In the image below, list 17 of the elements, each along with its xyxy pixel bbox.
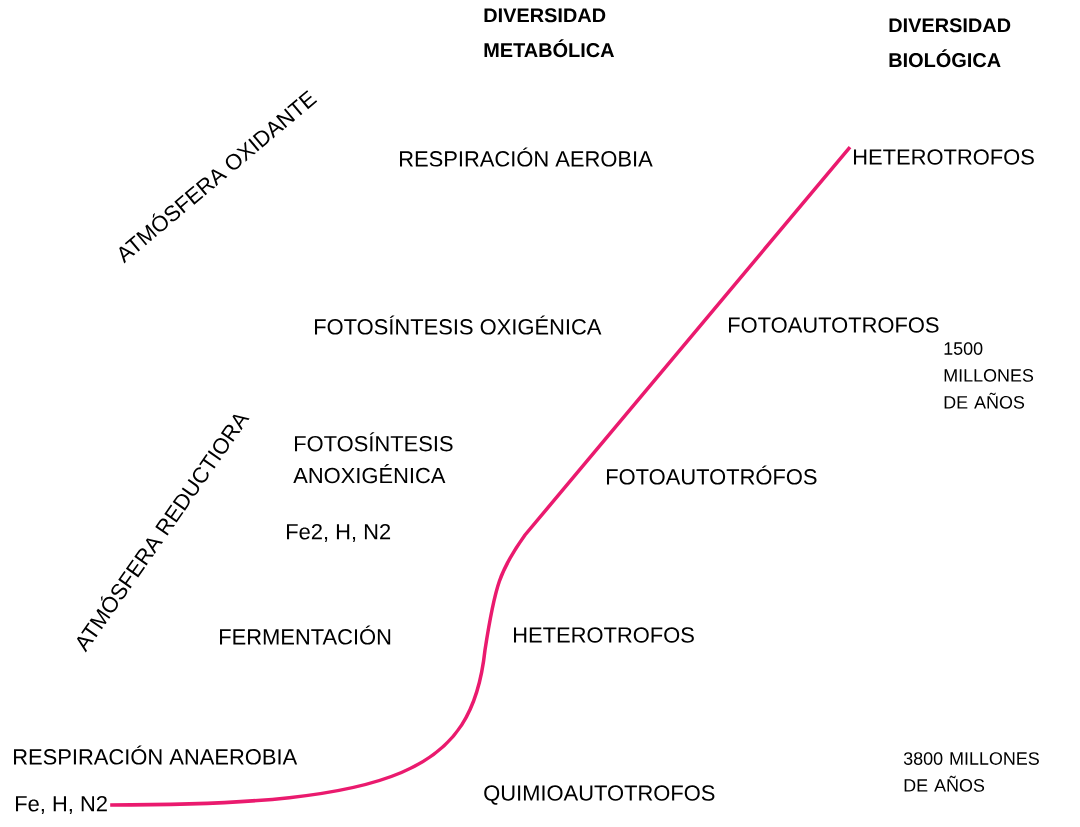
- heading: DIVERSIDAD BIOLÓGICA: [889, 18, 1011, 68]
- label-text: RESPIRACIÓN ANAEROBIA: [14, 745, 298, 765]
- heading: DIVERSIDAD METABÓLICA: [484, 8, 615, 58]
- label-text: RESPIRACIÓN AEROBIA: [400, 147, 653, 167]
- label-text: FOTOAUTOTRÓFOS: [607, 465, 817, 485]
- label-text: 3800 MILLONES DE AÑOS: [903, 752, 1039, 792]
- stage-text: Fe, H, N2: [16, 795, 107, 815]
- label-text: FOTOAUTOTROFOS: [729, 317, 939, 333]
- label-text: QUIMIOAUTOTROFOS: [484, 785, 715, 805]
- label-text: 1500 MILLONES DE AÑOS: [944, 342, 1034, 409]
- label-text: FOTOSÍNTESIS ANOXIGÉNICA: [293, 432, 453, 484]
- label-text: FOTOSÍNTESIS OXIGÉNICA: [315, 315, 602, 335]
- label-text: Fe2, H, N2: [287, 523, 391, 543]
- label-text: HETEROTROFOS: [514, 627, 694, 643]
- label-text: FERMENTACIÓN: [220, 625, 391, 645]
- stage-text: HETEROTROFOS: [854, 149, 1034, 165]
- growth-curve: [110, 145, 852, 807]
